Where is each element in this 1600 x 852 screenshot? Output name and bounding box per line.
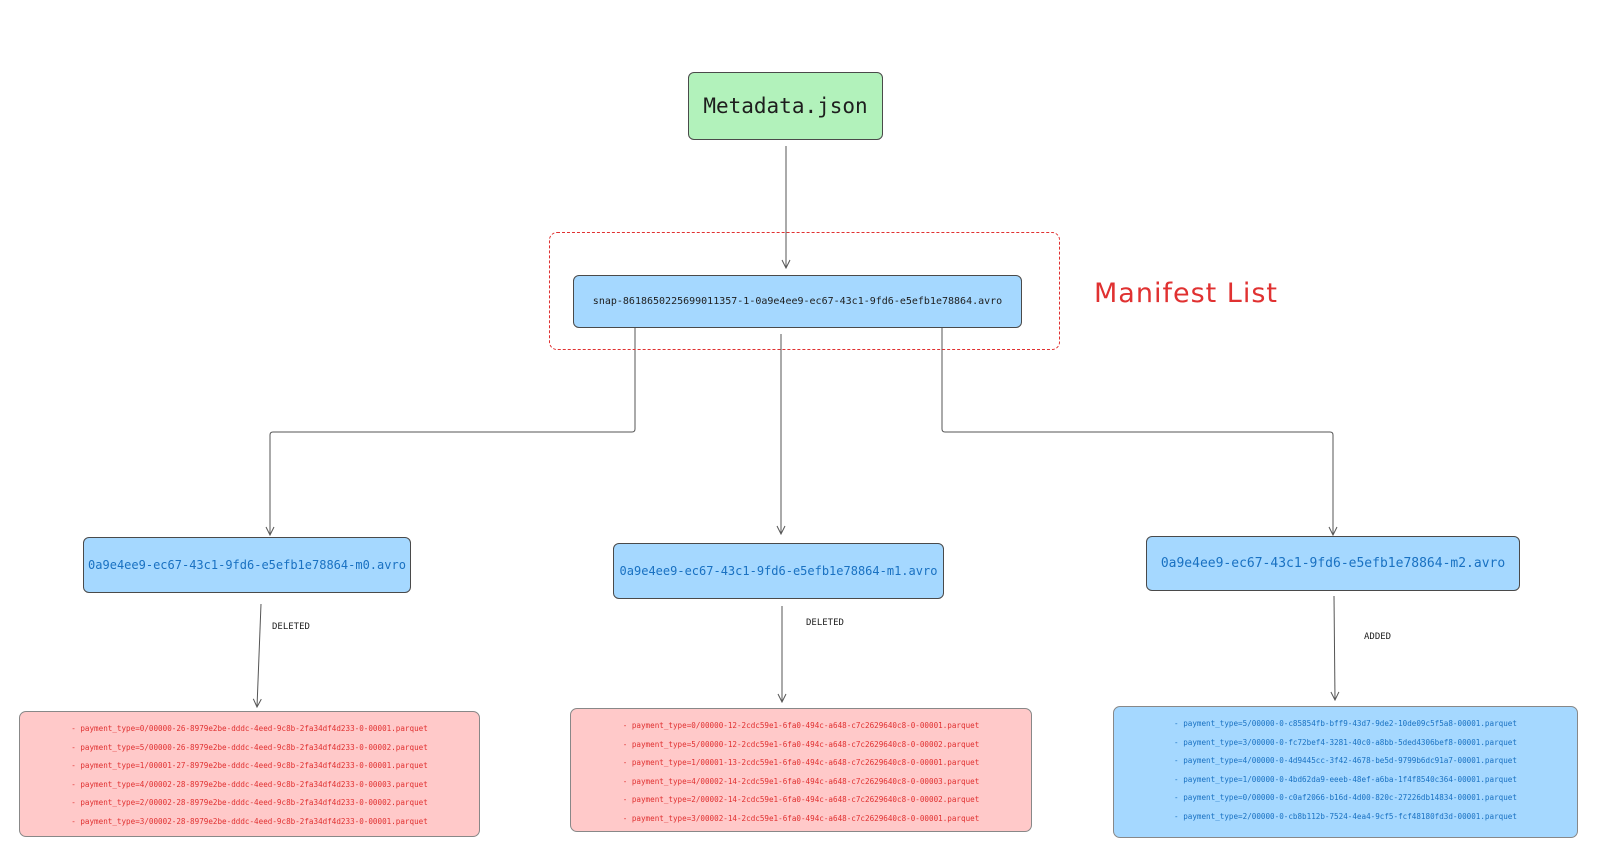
edge-label-m0-status: DELETED — [272, 622, 310, 632]
manifest-list-frame — [549, 232, 1060, 350]
data-file-item: - payment_type=2/00002-14-2cdc59e1-6fa0-… — [622, 795, 980, 804]
manifest-node-m0[interactable]: 0a9e4ee9-ec67-43c1-9fd6-e5efb1e78864-m0.… — [83, 537, 411, 593]
manifest-list-label: Manifest List — [1094, 278, 1279, 309]
data-file-item: - payment_type=3/00002-14-2cdc59e1-6fa0-… — [622, 813, 980, 823]
data-file-item: - payment_type=1/00001-27-8979e2be-dddc-… — [71, 761, 428, 770]
data-file-item: - payment_type=4/00000-0-4d9445cc-3f42-4… — [1174, 756, 1517, 765]
data-file-item: - payment_type=1/00000-0-4bd62da9-eeeb-4… — [1174, 774, 1517, 784]
edge-label-m1-status: DELETED — [806, 618, 844, 628]
edge-label-m2-status: ADDED — [1364, 632, 1392, 642]
data-files-m0: - payment_type=0/00000-26-8979e2be-dddc-… — [19, 711, 480, 837]
manifest-node-m2[interactable]: 0a9e4ee9-ec67-43c1-9fd6-e5efb1e78864-m2.… — [1146, 536, 1520, 591]
data-file-item: - payment_type=3/00002-28-8979e2be-dddc-… — [71, 816, 428, 826]
data-file-item: - payment_type=0/00000-12-2cdc59e1-6fa0-… — [622, 721, 980, 730]
data-file-item: - payment_type=0/00000-0-c0af2066-b16d-4… — [1174, 793, 1517, 802]
data-files-m2: - payment_type=5/00000-0-c85854fb-bff9-4… — [1113, 706, 1578, 838]
data-file-item: - payment_type=2/00000-0-cb8b112b-7524-4… — [1174, 811, 1517, 821]
data-file-item: - payment_type=0/00000-26-8979e2be-dddc-… — [71, 724, 428, 733]
data-file-item: - payment_type=5/00000-0-c85854fb-bff9-4… — [1174, 719, 1517, 728]
arrow-m0-to-files — [257, 603, 261, 707]
data-file-item: - payment_type=1/00001-13-2cdc59e1-6fa0-… — [622, 758, 980, 767]
manifest-node-m1[interactable]: 0a9e4ee9-ec67-43c1-9fd6-e5efb1e78864-m1.… — [613, 543, 944, 599]
data-file-item: - payment_type=5/00000-26-8979e2be-dddc-… — [71, 742, 428, 752]
metadata-node[interactable]: Metadata.json — [688, 72, 883, 140]
data-file-item: - payment_type=2/00002-28-8979e2be-dddc-… — [71, 798, 428, 807]
data-files-m1: - payment_type=0/00000-12-2cdc59e1-6fa0-… — [570, 708, 1032, 832]
data-file-item: - payment_type=4/00002-14-2cdc59e1-6fa0-… — [622, 776, 980, 786]
snapshot-node[interactable]: snap-8618650225699011357-1-0a9e4ee9-ec67… — [573, 275, 1022, 328]
arrow-m2-to-files — [1334, 595, 1335, 700]
data-file-item: - payment_type=4/00002-28-8979e2be-dddc-… — [71, 779, 428, 789]
data-file-item: - payment_type=5/00000-12-2cdc59e1-6fa0-… — [622, 739, 980, 749]
arrow-snapshot-to-m2 — [941, 328, 1333, 535]
data-file-item: - payment_type=3/00000-0-fc72bef4-3281-4… — [1174, 737, 1517, 747]
arrow-snapshot-to-m0 — [270, 328, 636, 535]
